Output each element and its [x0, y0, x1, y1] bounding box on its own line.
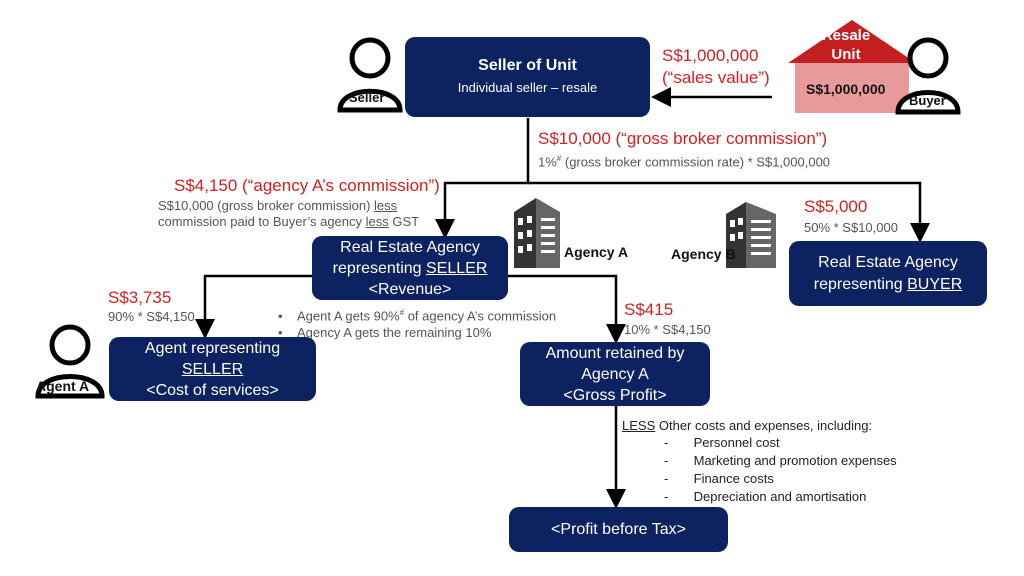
seller-box-title: Seller of Unit — [478, 57, 577, 74]
agency-a-building-icon — [514, 198, 560, 268]
split-notes: • Agent A gets 90%# of agency A’s commis… — [278, 304, 556, 341]
resale-unit-title: Resale Unit — [821, 27, 871, 63]
agent-share-amount: S$3,735 — [108, 288, 172, 307]
agency-b-building-icon — [726, 202, 776, 268]
cost-item: - Depreciation and amortisation — [664, 489, 867, 504]
line-to-agent — [195, 274, 312, 339]
agent-a-label: Agent A — [36, 378, 90, 394]
seller-box-subtitle: Individual seller – resale — [457, 80, 598, 95]
seller-label: Seller — [349, 90, 385, 105]
agency-b-label: Agency B — [671, 246, 736, 262]
gross-commission-formula: 1%# (gross broker commission rate) * S$1… — [538, 154, 831, 170]
less-costs-list: - Personnel cost - Marketing and promoti… — [664, 434, 897, 506]
buyer-agency-amount: S$5,000 — [804, 197, 868, 216]
retained-box: Amount retained by Agency A <Gross Profi… — [520, 342, 710, 406]
retained-share-formula: 10% * S$4,150 — [624, 322, 711, 337]
buyer-agency-formula: 50% * S$10,000 — [804, 220, 898, 235]
buyer-agency-box: Real Estate Agency representing BUYER — [789, 241, 987, 306]
buyer-person-icon — [895, 37, 961, 115]
gross-commission-amount: S$10,000 (“gross broker commission”) — [538, 129, 828, 148]
cost-item: - Finance costs — [664, 471, 774, 486]
line-to-buyer-agency — [528, 181, 930, 243]
agency-a-commission-formula: S$10,000 (gross broker commission) less … — [158, 198, 420, 229]
agent-a-person-icon — [35, 324, 105, 399]
cost-item: - Marketing and promotion expenses — [664, 453, 897, 468]
line-commission-down — [435, 118, 530, 239]
seller-of-unit-box: Seller of Unit Individual seller – resal… — [405, 37, 650, 117]
agent-share-formula: 90% * S$4,150 — [108, 309, 195, 324]
agency-a-label: Agency A — [564, 244, 629, 260]
less-costs-title: LESS Other costs and expenses, including… — [622, 418, 873, 433]
split-note-1: • Agent A gets 90%# of agency A’s commis… — [278, 308, 557, 324]
seller-agency-box: Real Estate Agency representing SELLER <… — [312, 236, 508, 300]
cost-item: - Personnel cost — [664, 435, 780, 450]
agent-box: Agent representing SELLER <Cost of servi… — [109, 337, 316, 401]
resale-price: S$1,000,000 — [806, 81, 886, 97]
profit-before-tax-box: <Profit before Tax> — [509, 507, 728, 552]
sales-value: S$1,000,000 (“sales value”) — [662, 46, 770, 87]
line-to-retained — [508, 274, 626, 344]
agency-a-commission-amount: S$4,150 (“agency A’s commission”) — [174, 176, 440, 195]
buyer-label: Buyer — [909, 93, 946, 108]
split-note-2: • Agency A gets the remaining 10% — [278, 325, 492, 341]
seller-person-icon — [337, 37, 403, 113]
retained-share-amount: S$415 — [624, 300, 674, 319]
resale-unit-icon — [788, 20, 916, 113]
